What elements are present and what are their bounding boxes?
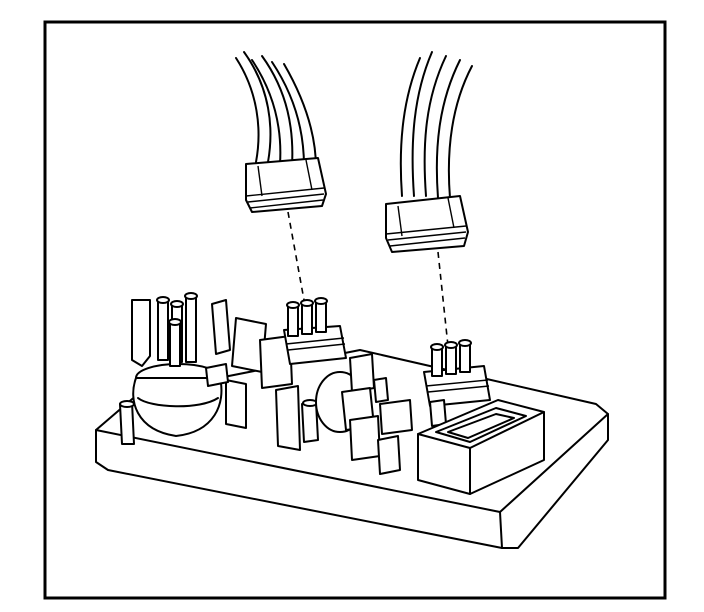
right-alignment-line — [437, 251, 449, 347]
box-socket — [417, 399, 545, 495]
right-wire-harness — [399, 51, 473, 199]
left-harness-connector — [245, 157, 327, 213]
relay-assembly — [119, 292, 267, 445]
border-frame — [43, 20, 667, 600]
right-board-connector — [423, 339, 491, 427]
center-components — [315, 353, 413, 475]
right-harness-connector — [385, 195, 469, 253]
left-board-connector — [283, 297, 347, 365]
left-alignment-line — [287, 211, 305, 301]
left-wire-harness — [235, 51, 317, 169]
center-left-components — [259, 335, 319, 451]
